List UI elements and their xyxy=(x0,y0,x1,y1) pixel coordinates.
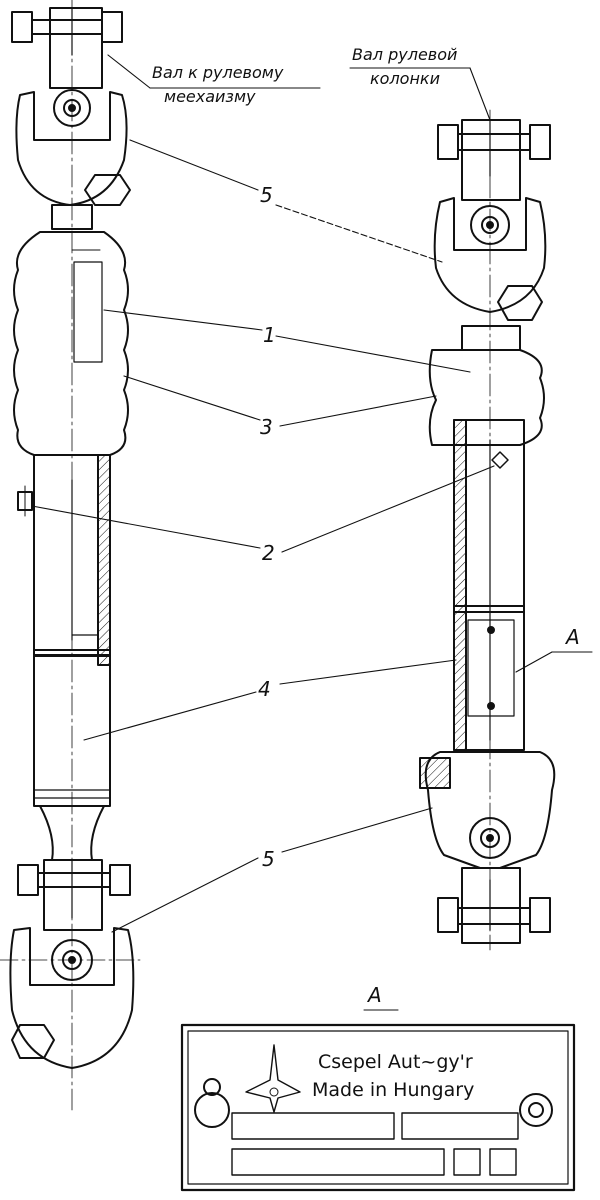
label-shaft-to-steering-line2: меехаизму xyxy=(164,87,256,106)
callout-3: 3 xyxy=(260,415,273,439)
left-shaft-assembly xyxy=(0,0,141,1111)
splined-tube-left xyxy=(33,454,111,666)
protective-boot-left xyxy=(13,231,129,456)
label-shaft-to-steering-line1: Вал к рулевому xyxy=(152,63,284,82)
grease-nipple-left xyxy=(17,485,33,517)
right-shaft-assembly xyxy=(419,109,556,951)
callout-1: 1 xyxy=(263,323,276,347)
label-steering-column-line2: колонки xyxy=(370,69,440,88)
callout-2: 2 xyxy=(262,541,275,565)
callout-A: A xyxy=(564,625,580,649)
bottom-universal-joint-left xyxy=(0,859,141,1069)
top-universal-joint-right xyxy=(433,119,551,321)
bottom-universal-joint-right xyxy=(419,751,556,944)
top-universal-joint-left xyxy=(11,7,131,230)
leader-lines xyxy=(31,54,593,1011)
label-steering-column-line1: Вал рулевой xyxy=(352,45,457,64)
plate-line-2: Made in Hungary xyxy=(312,1079,474,1101)
annotation-labels: Вал к рулевому меехаизму Вал рулевой кол… xyxy=(152,45,580,1007)
view-label-A: A xyxy=(366,983,382,1007)
plate-line-1: Csepel Aut~gy'r xyxy=(318,1051,473,1073)
callout-5-top: 5 xyxy=(260,183,273,207)
nameplate: Csepel Aut~gy'r Made in Hungary xyxy=(180,1023,576,1192)
star-emblem-icon xyxy=(245,1044,301,1113)
shaft-body-right xyxy=(428,325,545,751)
callout-5-bottom: 5 xyxy=(262,847,275,871)
callout-4: 4 xyxy=(258,677,271,701)
